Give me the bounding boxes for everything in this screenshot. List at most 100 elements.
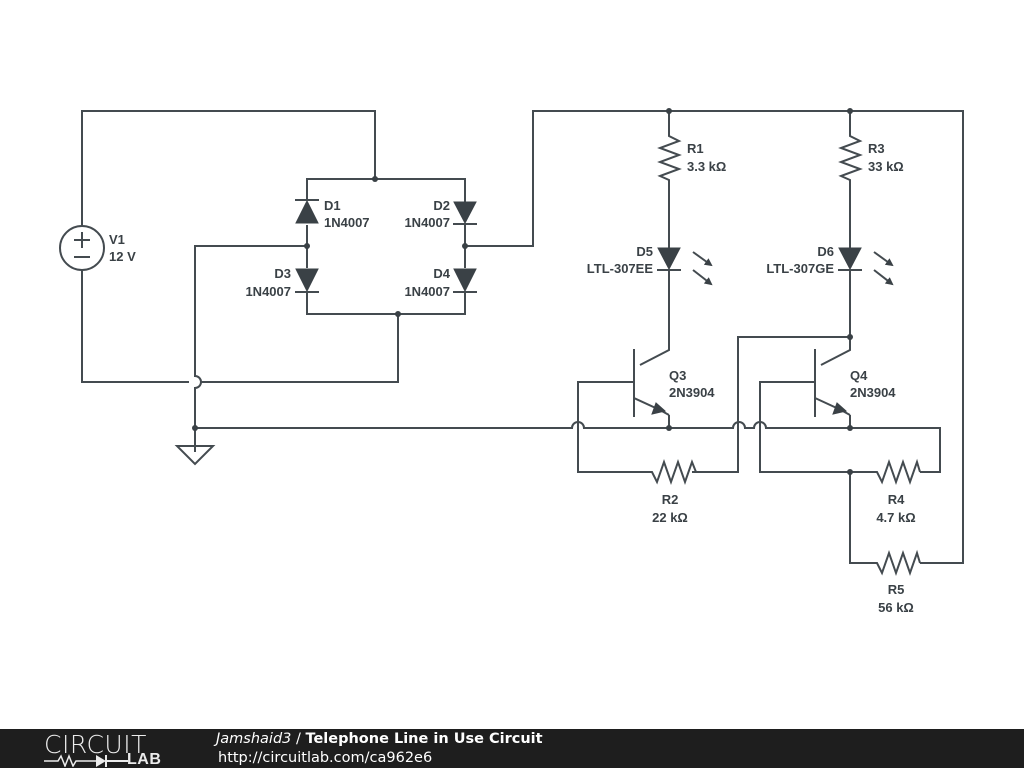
title-separator: / (291, 731, 306, 747)
resistor-diode-logo-icon (44, 753, 128, 767)
resistor-r5[interactable]: R5 56 kΩ (873, 549, 921, 615)
d3-ref: D3 (274, 266, 291, 281)
junction-dot (847, 425, 853, 431)
wire-v1-bottom (81, 270, 399, 383)
r1-ref: R1 (687, 141, 704, 156)
resistor-r4[interactable]: R4 4.7 kΩ (873, 458, 921, 525)
wire-d5-q3c (639, 270, 670, 366)
wire-d6-q4c (820, 270, 851, 366)
q4-ref: Q4 (850, 368, 868, 383)
wire-bridge-bottom (306, 292, 466, 315)
diode-d2[interactable]: D2 1N4007 (404, 198, 477, 230)
junctions (192, 108, 853, 475)
d2-value: 1N4007 (404, 215, 450, 230)
light-arrow-icon (692, 269, 713, 286)
v1-ref: V1 (109, 232, 125, 247)
resistor-r1[interactable]: R1 3.3 kΩ (657, 132, 726, 182)
emitter-arrow-icon (651, 402, 667, 415)
resistor-r2[interactable]: R2 22 kΩ (648, 458, 698, 525)
circuit-title: Telephone Line in Use Circuit (305, 731, 543, 747)
circuit-title-line: Jamshaid3 / Telephone Line in Use Circui… (216, 731, 543, 747)
d5-ref: D5 (636, 244, 653, 259)
q3-ref: Q3 (669, 368, 686, 383)
junction-dot (847, 469, 853, 475)
q3-value: 2N3904 (669, 385, 715, 400)
light-arrow-icon (692, 251, 713, 267)
diode-d1[interactable]: D1 1N4007 (295, 198, 370, 230)
wire-q3-base (577, 381, 648, 473)
diode-d4[interactable]: D4 1N4007 (404, 266, 477, 299)
wire-ground-rail (195, 421, 941, 473)
ground-icon (174, 445, 216, 466)
d2-ref: D2 (433, 198, 450, 213)
wire-v1-top (81, 110, 376, 226)
light-arrow-icon (873, 251, 894, 267)
resistor-icon (838, 132, 863, 182)
footer-bar: CIRCUIT LAB Jamshaid3 / Telephone Line i… (0, 729, 1024, 768)
resistor-icon (873, 458, 921, 486)
r2-value: 22 kΩ (652, 510, 688, 525)
junction-dot (847, 334, 853, 340)
wires (81, 110, 964, 564)
diode-icon (295, 268, 319, 293)
voltage-source-icon (59, 225, 105, 271)
transistor-emitter (814, 397, 851, 416)
d1-ref: D1 (324, 198, 341, 213)
d4-ref: D4 (433, 266, 450, 281)
junction-dot (304, 243, 310, 249)
diode-d3[interactable]: D3 1N4007 (245, 266, 319, 299)
circuit-url[interactable]: http://circuitlab.com/ca962e6 (218, 750, 433, 766)
wire-r5-left (849, 472, 873, 564)
r3-ref: R3 (868, 141, 885, 156)
light-arrow-icon (873, 269, 894, 286)
junction-dot (395, 311, 401, 317)
transistor-q3[interactable]: Q3 2N3904 (633, 349, 715, 417)
d6-value: LTL-307GE (766, 261, 834, 276)
led-icon (838, 247, 862, 271)
led-d5[interactable]: D5 LTL-307EE (587, 244, 713, 286)
ground-symbol[interactable] (174, 445, 216, 466)
r2-ref: R2 (662, 492, 679, 507)
r5-value: 56 kΩ (878, 600, 914, 615)
wire-q4c-r2 (692, 336, 850, 473)
d5-value: LTL-307EE (587, 261, 654, 276)
transistor-emitter (633, 397, 670, 416)
wire-q4-base (759, 381, 873, 473)
d1-value: 1N4007 (324, 215, 370, 230)
junction-dot (666, 425, 672, 431)
led-icon (657, 247, 681, 271)
circuitlab-logo[interactable]: CIRCUIT LAB (44, 729, 174, 768)
diode-icon (295, 199, 319, 224)
d3-value: 1N4007 (245, 284, 291, 299)
resistor-r3[interactable]: R3 33 kΩ (838, 132, 904, 182)
junction-dot (666, 108, 672, 114)
r4-ref: R4 (888, 492, 905, 507)
junction-dot (372, 176, 378, 182)
transistor-q4[interactable]: Q4 2N3904 (814, 349, 896, 417)
schematic-canvas: V1 12 V D1 1N4007 D2 1N4007 D3 1N4007 D4… (59, 108, 964, 615)
diode-icon (453, 201, 477, 225)
author-name[interactable]: Jamshaid3 (216, 731, 292, 747)
resistor-icon (648, 458, 698, 486)
r3-value: 33 kΩ (868, 159, 904, 174)
wire-bridge-top (306, 178, 466, 202)
wire-bridge-positive (465, 110, 964, 564)
emitter-arrow-icon (832, 402, 848, 415)
wire-bridge-ground (194, 245, 307, 452)
junction-dot (462, 243, 468, 249)
r5-ref: R5 (888, 582, 905, 597)
junction-dot (847, 108, 853, 114)
v1-value: 12 V (109, 249, 136, 264)
r1-value: 3.3 kΩ (687, 159, 726, 174)
resistor-icon (873, 549, 921, 577)
logo-text-circuit: CIRCUIT (44, 730, 147, 759)
voltage-source-v1[interactable]: V1 12 V (59, 225, 136, 271)
led-d6[interactable]: D6 LTL-307GE (766, 244, 894, 286)
plus-sign-icon (74, 232, 90, 248)
d6-ref: D6 (817, 244, 834, 259)
diode-icon (453, 268, 477, 293)
r4-value: 4.7 kΩ (876, 510, 915, 525)
resistor-icon (657, 132, 682, 182)
logo-text-lab: LAB (127, 751, 162, 768)
junction-dot (192, 425, 198, 431)
